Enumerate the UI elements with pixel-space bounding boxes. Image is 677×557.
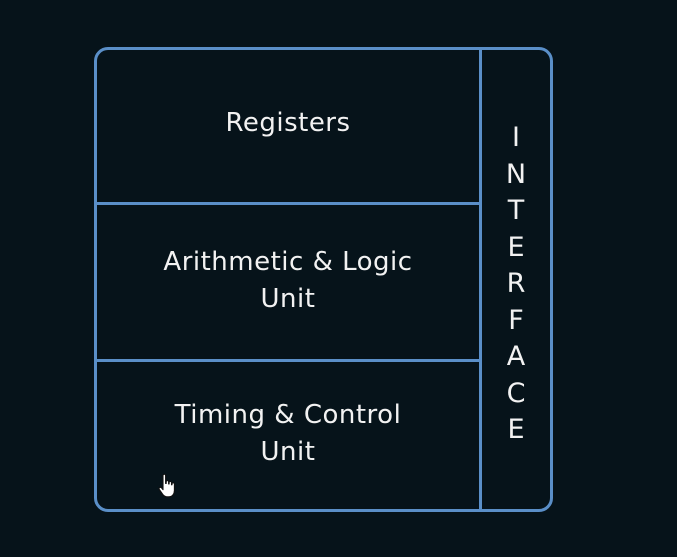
alu-label: Arithmetic & Logic Unit xyxy=(163,247,413,314)
interface-letter: E xyxy=(507,231,525,263)
timing-control-block: Timing & Control Unit xyxy=(97,362,479,509)
cpu-block-diagram: Registers Arithmetic & Logic Unit Timing… xyxy=(94,47,553,512)
hand-pointer-icon xyxy=(158,473,176,498)
cpu-units-column: Registers Arithmetic & Logic Unit Timing… xyxy=(97,50,479,509)
interface-letter: C xyxy=(506,377,526,409)
interface-letter: N xyxy=(505,158,527,190)
interface-letter: I xyxy=(512,122,520,153)
interface-letter: E xyxy=(507,414,525,445)
alu-block: Arithmetic & Logic Unit xyxy=(97,202,479,362)
registers-block: Registers xyxy=(97,50,479,202)
interface-letter: F xyxy=(508,304,524,336)
interface-letter: T xyxy=(507,195,525,226)
registers-label: Registers xyxy=(225,108,351,138)
timing-control-label: Timing & Control Unit xyxy=(174,399,402,467)
interface-letter: A xyxy=(506,341,526,372)
interface-letter: R xyxy=(506,268,526,299)
